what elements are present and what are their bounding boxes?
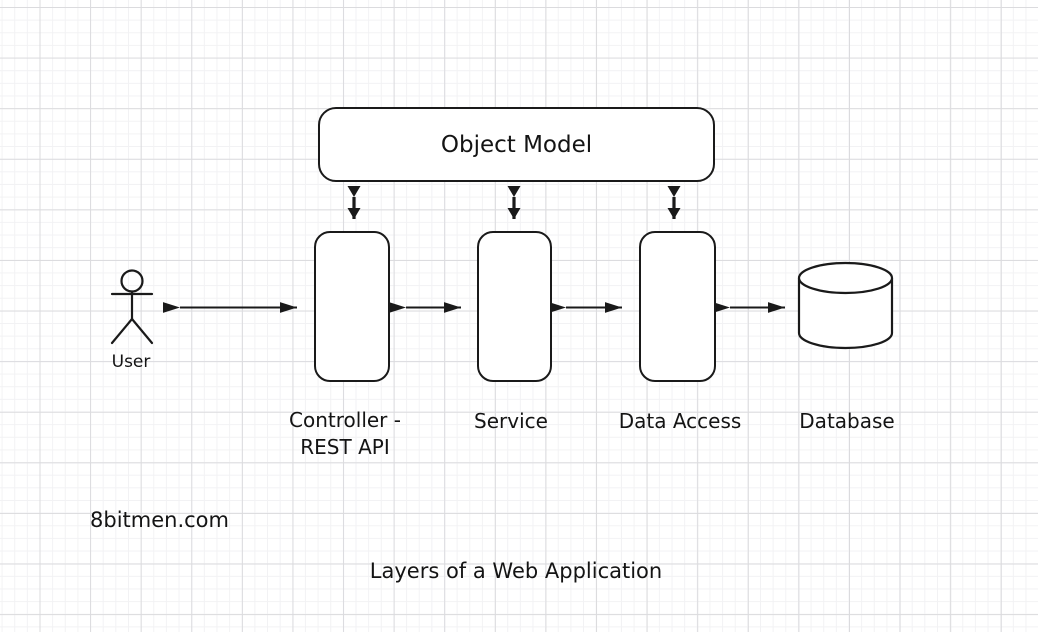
service-label: Service — [474, 409, 548, 433]
watermark: 8bitmen.com — [90, 508, 229, 532]
controller-label: Controller - REST API — [289, 408, 401, 459]
data-access-box — [639, 231, 716, 382]
database-label: Database — [799, 409, 895, 433]
user-label: User — [111, 352, 151, 372]
database-cylinder-icon — [797, 261, 894, 350]
object-model-box: Object Model — [318, 107, 715, 182]
object-model-label: Object Model — [440, 131, 593, 158]
controller-box — [314, 231, 390, 382]
service-box — [477, 231, 552, 382]
diagram-title: Layers of a Web Application — [369, 559, 663, 583]
user-stick-figure-icon — [110, 269, 154, 345]
data-access-label: Data Access — [618, 409, 742, 433]
